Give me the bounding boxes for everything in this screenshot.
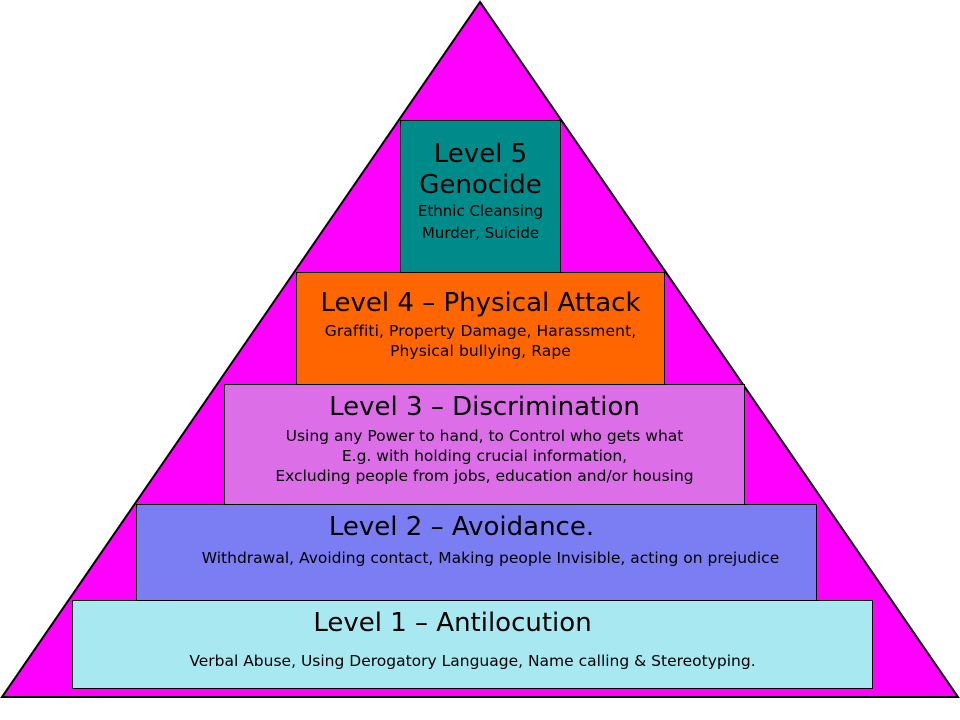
level-2-avoidance-box: Level 2 – Avoidance. Withdrawal, Avoidin…: [136, 504, 817, 604]
level-1-title: Level 1 – Antilocution: [313, 608, 592, 638]
level-5-desc-line-2: Murder, Suicide: [421, 224, 540, 243]
level-3-title: Level 3 – Discrimination: [329, 392, 640, 422]
level-4-desc-line-2: Physical bullying, Rape: [390, 342, 571, 361]
level-1-antilocution-box: Level 1 – Antilocution Verbal Abuse, Usi…: [72, 600, 873, 689]
level-4-physical-attack-box: Level 4 – Physical Attack Graffiti, Prop…: [296, 272, 665, 386]
level-1-desc: Verbal Abuse, Using Derogatory Language,…: [189, 651, 756, 670]
level-5-title-line-1: Level 5: [433, 139, 528, 169]
level-5-title-line-2: Genocide: [419, 170, 542, 201]
level-3-desc-line-2: E.g. with holding crucial information,: [341, 447, 628, 466]
level-5-genocide-box: Level 5 Genocide Ethnic Cleansing Murder…: [400, 120, 561, 274]
level-5-desc-line-1: Ethnic Cleansing: [417, 202, 544, 221]
level-2-title: Level 2 – Avoidance.: [328, 512, 595, 542]
level-3-desc-line-1: Using any Power to hand, to Control who …: [285, 426, 684, 445]
level-4-desc-line-1: Graffiti, Property Damage, Harassment,: [324, 321, 637, 340]
level-4-title: Level 4 – Physical Attack: [320, 288, 641, 318]
level-3-desc-line-3: Excluding people from jobs, education an…: [275, 467, 694, 486]
level-2-desc: Withdrawal, Avoiding contact, Making peo…: [201, 548, 780, 567]
level-3-discrimination-box: Level 3 – Discrimination Using any Power…: [224, 384, 745, 508]
